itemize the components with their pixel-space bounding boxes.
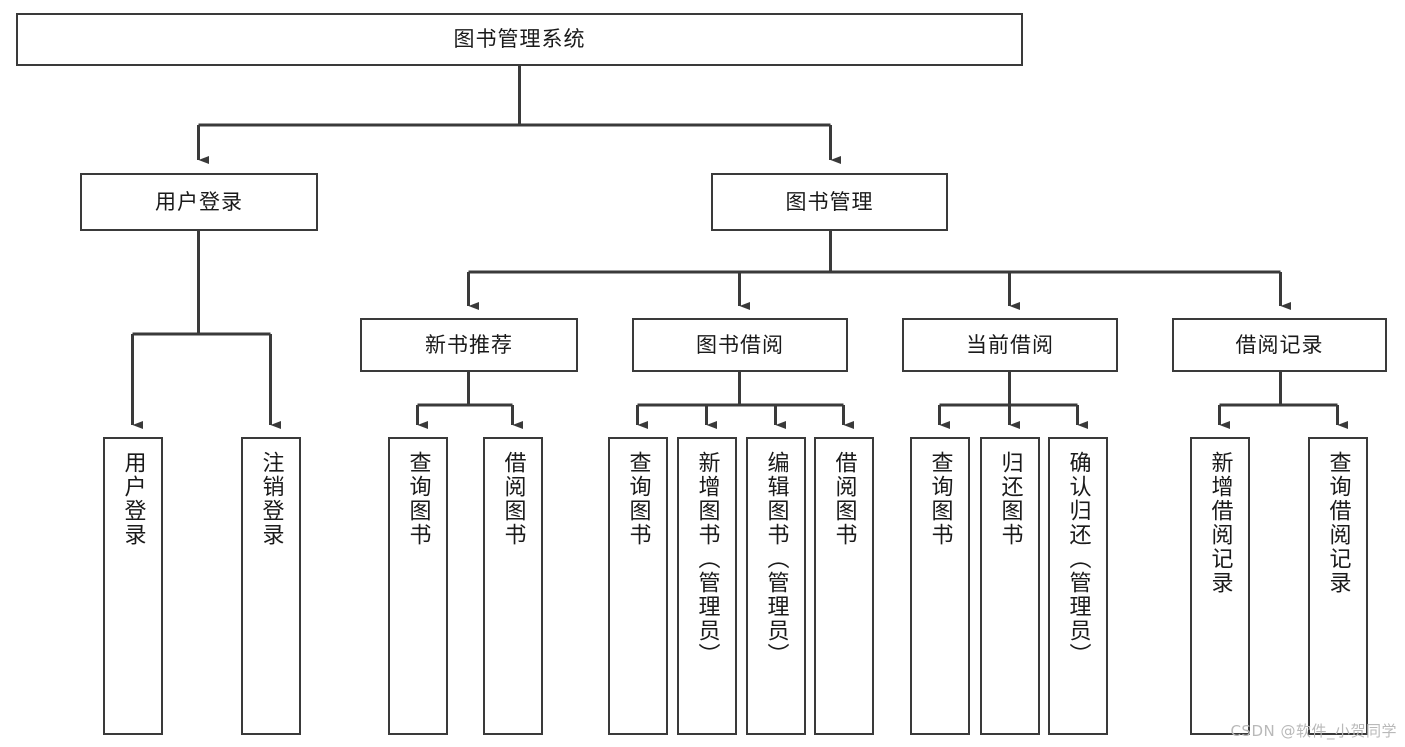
node-user-login[interactable]: 用户登录 xyxy=(80,173,318,231)
node-root[interactable]: 图书管理系统 xyxy=(16,13,1023,66)
node-root-label: 图书管理系统 xyxy=(453,27,586,52)
leaf-confirm-return[interactable]: 确认归还（管理员） xyxy=(1048,437,1108,735)
leaf-query-book-3[interactable]: 查询图书 xyxy=(910,437,970,735)
node-borrow-record-label: 借阅记录 xyxy=(1235,332,1324,357)
leaf-borrow-book-2[interactable]: 借阅图书 xyxy=(814,437,874,735)
leaf-logout-label: 注销登录 xyxy=(258,451,284,547)
leaf-add-book-label: 新增图书（管理员） xyxy=(694,451,720,667)
node-current-borrow-label: 当前借阅 xyxy=(966,332,1054,357)
leaf-query-book-1-label: 查询图书 xyxy=(405,451,431,547)
leaf-borrow-book-1-label: 借阅图书 xyxy=(500,451,526,547)
node-book-manage-label: 图书管理 xyxy=(785,189,874,214)
leaf-query-book-2[interactable]: 查询图书 xyxy=(608,437,668,735)
leaf-edit-book-label: 编辑图书（管理员） xyxy=(763,451,789,667)
leaf-return-book-label: 归还图书 xyxy=(997,451,1023,547)
leaf-query-book-1[interactable]: 查询图书 xyxy=(388,437,448,735)
node-book-borrow-label: 图书借阅 xyxy=(696,332,784,357)
node-borrow-record[interactable]: 借阅记录 xyxy=(1172,318,1387,372)
node-book-manage[interactable]: 图书管理 xyxy=(711,173,948,231)
node-current-borrow[interactable]: 当前借阅 xyxy=(902,318,1118,372)
leaf-edit-book[interactable]: 编辑图书（管理员） xyxy=(746,437,806,735)
leaf-borrow-book-2-label: 借阅图书 xyxy=(831,451,857,547)
leaf-add-borrow-record[interactable]: 新增借阅记录 xyxy=(1190,437,1250,735)
node-book-borrow[interactable]: 图书借阅 xyxy=(632,318,848,372)
leaf-user-login[interactable]: 用户登录 xyxy=(103,437,163,735)
leaf-query-borrow-record[interactable]: 查询借阅记录 xyxy=(1308,437,1368,735)
leaf-logout[interactable]: 注销登录 xyxy=(241,437,301,735)
leaf-add-borrow-record-label: 新增借阅记录 xyxy=(1207,451,1233,595)
leaf-confirm-return-label: 确认归还（管理员） xyxy=(1065,451,1091,667)
leaf-query-borrow-record-label: 查询借阅记录 xyxy=(1325,451,1351,595)
node-new-book-recommend-label: 新书推荐 xyxy=(425,332,513,357)
leaf-user-login-label: 用户登录 xyxy=(120,451,146,547)
node-new-book-recommend[interactable]: 新书推荐 xyxy=(360,318,578,372)
leaf-query-book-2-label: 查询图书 xyxy=(625,451,651,547)
node-user-login-label: 用户登录 xyxy=(155,189,243,214)
leaf-query-book-3-label: 查询图书 xyxy=(927,451,953,547)
leaf-add-book[interactable]: 新增图书（管理员） xyxy=(677,437,737,735)
leaf-borrow-book-1[interactable]: 借阅图书 xyxy=(483,437,543,735)
leaf-return-book[interactable]: 归还图书 xyxy=(980,437,1040,735)
